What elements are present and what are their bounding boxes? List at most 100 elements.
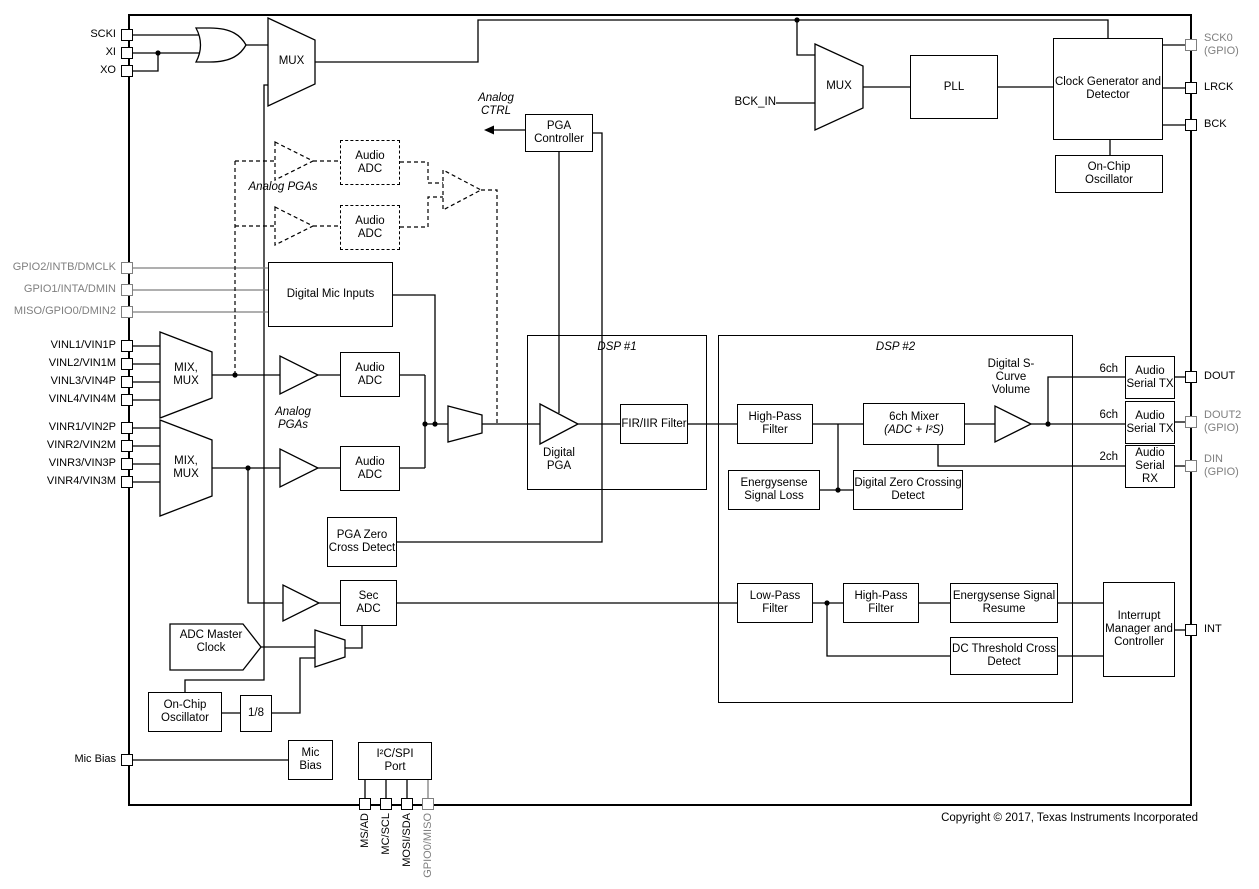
pin-dout2: [1185, 416, 1197, 428]
wire-mix2-secadc: [247, 468, 283, 604]
scurve-volume-label: Digital S-Curve Volume: [987, 358, 1035, 396]
mux-right-label: MUX: [826, 80, 852, 92]
dashed-pga-amp-2: [274, 206, 315, 246]
digital-zero-crossing-block: Digital Zero Crossing Detect: [853, 470, 963, 510]
junction-dashed: [232, 372, 238, 378]
junction-dmic: [432, 421, 438, 427]
wire-lpf-dcthreshold: [826, 603, 950, 657]
pin-gpio1-label: GPIO1/INTA/DMIN: [23, 283, 116, 295]
pin-msad-label: MS/AD: [359, 813, 371, 848]
pin-vinl3-label: VINL3/VIN4P: [50, 375, 116, 387]
pin-din-label: DIN (GPIO): [1204, 453, 1239, 478]
mixer-subtitle: (ADC + I²S): [884, 424, 944, 436]
pga-controller-block: PGA Controller: [525, 114, 593, 152]
mux-left-label: MUX: [278, 55, 305, 67]
pin-dout-label: DOUT: [1204, 370, 1236, 382]
pin-miso-label: MISO/GPIO0/DMIN2: [13, 305, 116, 317]
pin-vinl1: [121, 340, 133, 352]
pin-vinl4: [121, 394, 133, 406]
pin-msad: [359, 798, 371, 810]
pin-scki-label: SCKI: [90, 28, 116, 40]
wire-clkmux-secadc: [345, 626, 363, 649]
pin-scki: [121, 29, 133, 41]
pin-vinl1-label: VINL1/VIN1P: [50, 339, 116, 351]
audio-adc-1: Audio ADC: [340, 352, 400, 397]
mixmux1-shape: [159, 331, 213, 419]
dsp1-label: DSP #1: [597, 341, 637, 353]
2ch-label: 2ch: [1099, 451, 1118, 463]
pin-gpio1: [121, 284, 133, 296]
dwire-adc1-amp: [400, 161, 443, 184]
audio-adc-2: Audio ADC: [340, 446, 400, 491]
pga-amp-3: [282, 583, 321, 623]
audio-serial-tx-2: Audio Serial TX: [1125, 401, 1175, 444]
pin-vinr1: [121, 422, 133, 434]
6ch-label-mid: 6ch: [1099, 409, 1118, 421]
junction-lpf: [824, 600, 830, 606]
pin-xo: [121, 65, 133, 77]
adc-master-clock-label: ADC Master Clock: [179, 629, 243, 654]
copyright-text: Copyright © 2017, Texas Instruments Inco…: [941, 812, 1198, 824]
pin-vinr2-label: VINR2/VIN2M: [46, 439, 116, 451]
pin-vinr3: [121, 458, 133, 470]
dsp2-frame: [718, 335, 1073, 703]
adc-master-clock-shape: [169, 623, 262, 671]
mic-bias-block: Mic Bias: [288, 740, 333, 780]
clock-mux-shape: [314, 629, 346, 668]
wire-mux-clockgen: [315, 19, 1109, 63]
mixmux1-label: MIX, MUX: [173, 362, 199, 387]
dwire-amp-join: [481, 189, 498, 424]
pga-zero-cross-block: PGA Zero Cross Detect: [327, 517, 397, 567]
digital-mic-inputs-block: Digital Mic Inputs: [268, 262, 393, 327]
wire-div8-mux: [272, 657, 315, 714]
mixer-title: 6ch Mixer: [889, 411, 939, 423]
pin-din: [1185, 460, 1197, 472]
pin-mcscl-label: MC/SCL: [380, 813, 392, 855]
high-pass-filter-2: High-Pass Filter: [843, 583, 919, 623]
sec-adc-block: Sec ADC: [340, 580, 397, 626]
pin-xi-label: XI: [105, 46, 116, 58]
pin-micbias-label: Mic Bias: [74, 753, 116, 765]
i2c-spi-port-block: I²C/SPI Port: [358, 742, 432, 780]
pin-mcscl: [380, 798, 392, 810]
pin-bck: [1185, 119, 1197, 131]
audio-adc-dashed-2: Audio ADC: [340, 205, 400, 250]
pga-amp-2: [279, 447, 320, 489]
audio-serial-tx-1: Audio Serial TX: [1125, 356, 1175, 399]
pin-dout2-label: DOUT2 (GPIO): [1204, 409, 1242, 434]
onchip-oscillator-left: On-Chip Oscillator: [148, 692, 222, 732]
pin-dout: [1185, 371, 1197, 383]
mixer-6ch-block: 6ch Mixer (ADC + I²S): [863, 403, 965, 445]
pin-mosisda-label: MOSI/SDA: [401, 813, 413, 867]
energysense-signal-loss-block: Energysense Signal Loss: [728, 470, 820, 510]
input-mux-shape: [447, 405, 483, 443]
junction-scurve: [1045, 421, 1051, 427]
pin-gpio2-label: GPIO2/INTB/DMCLK: [12, 261, 116, 273]
pin-sck0: [1185, 39, 1197, 51]
divide-by-8-block: 1/8: [240, 695, 272, 732]
pin-sck0-label: SCK0 (GPIO): [1204, 32, 1239, 57]
low-pass-filter-block: Low-Pass Filter: [737, 583, 813, 623]
pin-mosisda: [401, 798, 413, 810]
pin-xi: [121, 47, 133, 59]
pga-amp-1: [279, 354, 320, 396]
pin-vinr1-label: VINR1/VIN2P: [48, 421, 116, 433]
junction-xi: [155, 50, 161, 56]
pin-miso: [121, 306, 133, 318]
digital-pga-label: Digital PGA: [543, 447, 575, 472]
pin-vinl2-label: VINL2/VIN1M: [48, 357, 116, 369]
dsp1-frame: [527, 335, 707, 490]
audio-serial-rx: Audio Serial RX: [1125, 445, 1175, 488]
dwire-adc2-amp: [400, 196, 443, 228]
high-pass-filter-1: High-Pass Filter: [737, 404, 813, 444]
mixmux2-shape: [159, 419, 213, 517]
or-gate: [194, 27, 247, 63]
pin-int: [1185, 624, 1197, 636]
pin-vinr3-label: VINR3/VIN3P: [48, 457, 116, 469]
6ch-label-top: 6ch: [1099, 363, 1118, 375]
fir-iir-filter-block: FIR/IIR Filter: [620, 404, 688, 444]
analog-ctrl-label: Analog CTRL: [478, 92, 514, 117]
energysense-signal-resume-block: Energysense Signal Resume: [950, 583, 1058, 623]
